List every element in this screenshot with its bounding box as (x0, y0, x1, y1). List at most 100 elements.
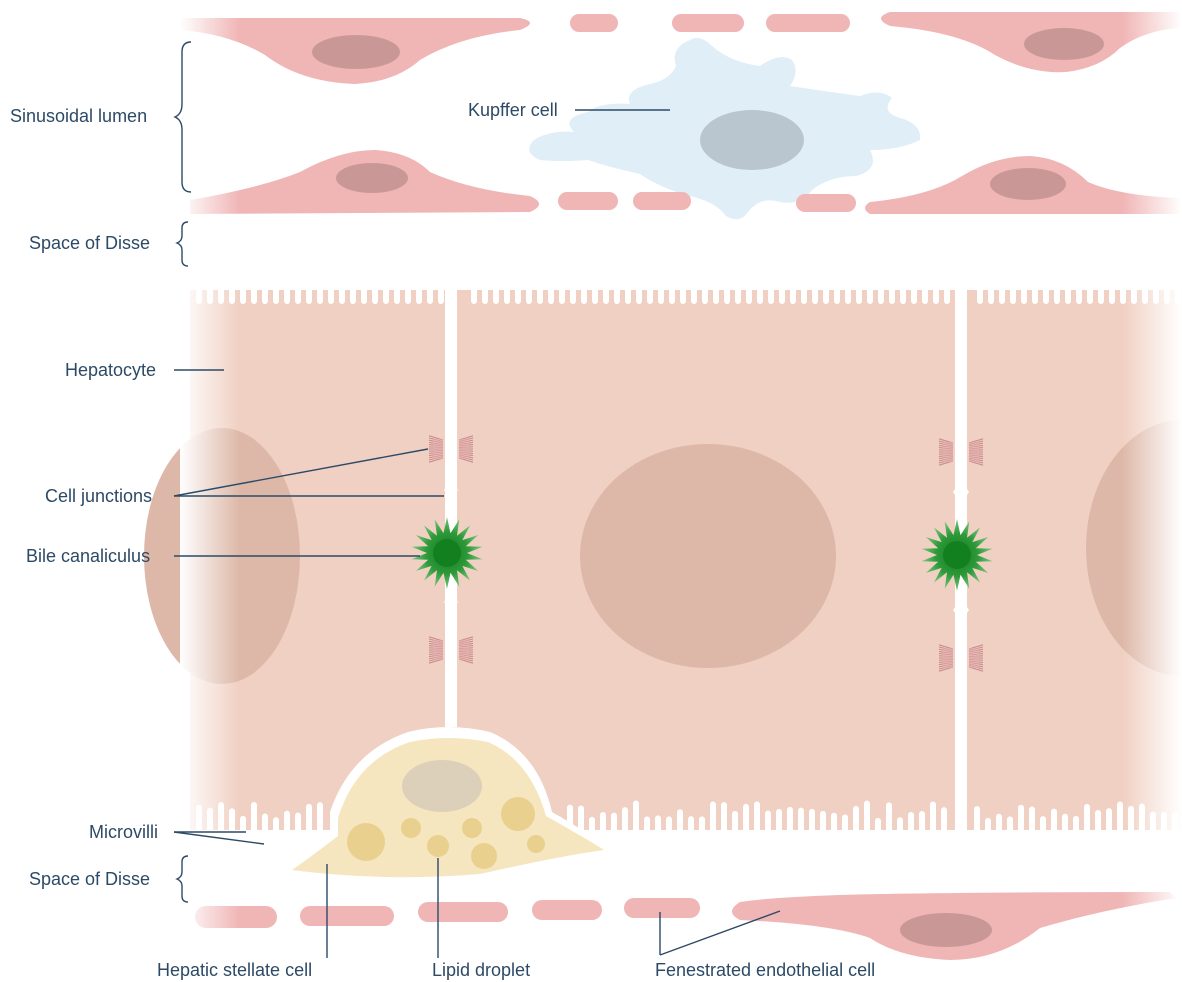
microvillus (328, 267, 334, 304)
microvillus (273, 264, 279, 304)
microvillus (1018, 805, 1024, 840)
microvillus (251, 802, 257, 840)
microvillus (889, 273, 895, 304)
microvillus (919, 811, 925, 840)
endothelial-fragment (633, 192, 691, 210)
microvillus (1054, 264, 1060, 304)
microvillus (856, 267, 862, 304)
microvillus (875, 818, 881, 840)
microvillus (702, 274, 708, 304)
microvillus (853, 806, 859, 840)
microvillus (878, 263, 884, 304)
microvillus (427, 277, 433, 304)
microvillus (996, 814, 1002, 840)
microvillus (922, 271, 928, 304)
microvillus (438, 263, 444, 304)
microvillus (699, 816, 705, 840)
microvillus (834, 277, 840, 304)
endothelial-nucleus (900, 913, 992, 947)
microvillus (614, 269, 620, 304)
microvillus (985, 818, 991, 840)
microvillus (1065, 263, 1071, 304)
canaliculus-core (943, 541, 971, 569)
microvillus (721, 802, 727, 840)
microvillus (842, 814, 848, 840)
microvillus (944, 271, 950, 304)
microvillus (812, 271, 818, 304)
microvillus (317, 802, 323, 840)
microvillus (724, 270, 730, 304)
microvillus (688, 816, 694, 840)
label-cell-junctions: Cell junctions (45, 486, 152, 506)
microvillus (754, 801, 760, 840)
microvillus (284, 269, 290, 304)
endothelial-fragment (624, 898, 700, 918)
microvillus (691, 263, 697, 304)
microvillus (306, 804, 312, 840)
microvillus (1043, 266, 1049, 304)
microvillus (1021, 276, 1027, 304)
microvillus (820, 811, 826, 840)
microvillus (372, 267, 378, 304)
microvillus (930, 801, 936, 840)
microvillus (746, 268, 752, 304)
microvillus (713, 264, 719, 304)
microvillus (636, 276, 642, 304)
microvillus (798, 808, 804, 840)
endothelial-fragment (766, 14, 850, 32)
microvillus (262, 277, 268, 304)
microvillus (526, 271, 532, 304)
microvillus (823, 277, 829, 304)
microvillus (592, 271, 598, 304)
microvillus (1073, 816, 1079, 840)
microvillus (680, 277, 686, 304)
microvillus (999, 274, 1005, 304)
endothelial-fragment (558, 192, 618, 210)
endothelial-fragment (532, 900, 602, 920)
microvillus (1087, 264, 1093, 304)
microvillus (787, 807, 793, 840)
microvillus (974, 806, 980, 840)
microvillus (743, 804, 749, 840)
bottom-endothelial-wall (195, 892, 1176, 960)
microvillus (900, 271, 906, 304)
microvillus (908, 812, 914, 840)
endothelial-nucleus (1024, 28, 1104, 60)
microvillus (317, 265, 323, 304)
microvillus (633, 800, 639, 840)
label-microvilli: Microvilli (89, 822, 158, 842)
endothelial-fragment (672, 14, 744, 32)
microvillus (886, 802, 892, 840)
endothelial-fragment (796, 194, 856, 212)
microvillus (867, 268, 873, 304)
label-space-of-disse-bottom: Space of Disse (29, 869, 150, 889)
endothelial-nucleus (336, 163, 408, 193)
microvillus (603, 274, 609, 304)
microvillus (559, 274, 565, 304)
microvillus (1098, 266, 1104, 304)
microvillus (666, 816, 672, 840)
microvillus (897, 817, 903, 840)
hepatocyte-plate (144, 262, 1182, 852)
endothelial-nucleus (312, 35, 400, 69)
microvillus (658, 272, 664, 304)
kupffer-nucleus (700, 110, 804, 170)
label-fenestrated-endothelial-cell: Fenestrated endothelial cell (655, 960, 875, 980)
microvillus (493, 271, 499, 304)
microvillus (757, 272, 763, 304)
microvillus (295, 271, 301, 304)
microvillus (669, 272, 675, 304)
microvillus (831, 813, 837, 840)
microvillus (801, 274, 807, 304)
microvillus (735, 274, 741, 304)
label-sinusoidal-lumen: Sinusoidal lumen (10, 106, 147, 126)
microvillus (1051, 809, 1057, 840)
microvillus (339, 277, 345, 304)
stellate-nucleus (402, 760, 482, 812)
microvillus (284, 811, 290, 840)
label-hepatic-stellate-cell: Hepatic stellate cell (157, 960, 312, 980)
microvillus (504, 263, 510, 304)
microvillus (765, 811, 771, 840)
microvillus (677, 809, 683, 840)
microvillus (262, 813, 268, 840)
